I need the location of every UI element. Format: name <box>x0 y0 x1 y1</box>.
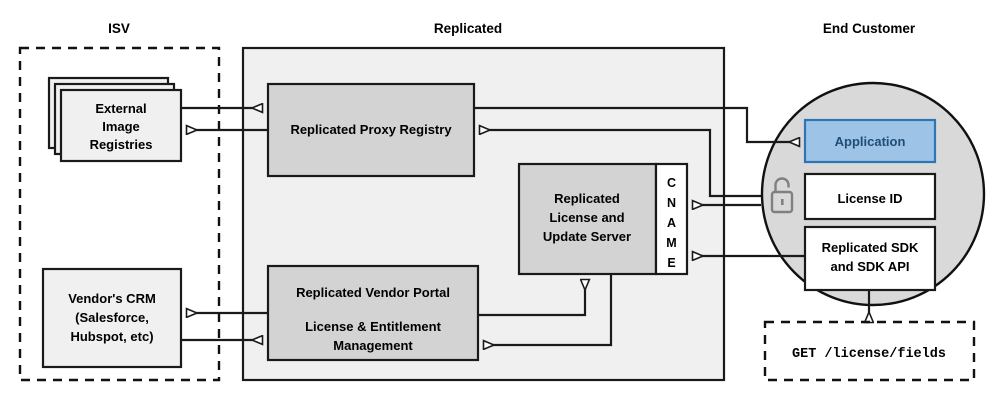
zone-title-end-customer: End Customer <box>823 21 916 36</box>
license-server-label-line3: Update Server <box>543 229 631 244</box>
replicated-sdk-node[interactable]: Replicated SDK and SDK API <box>803 225 937 292</box>
license-id-label: License ID <box>837 191 902 206</box>
license-server-label-line1: Replicated <box>554 191 620 206</box>
registries-label-line1: External <box>95 101 146 116</box>
connector-portal-to-license-server <box>478 280 585 317</box>
license-id-node[interactable]: License ID <box>803 172 937 221</box>
zone-title-isv: ISV <box>108 21 130 36</box>
vendors-crm[interactable]: Vendor's CRM (Salesforce, Hubspot, etc) <box>41 267 183 369</box>
crm-label-line1: Vendor's CRM <box>68 291 156 306</box>
registries-label-line3: Registries <box>90 137 153 152</box>
cname-letter-e: E <box>667 256 675 270</box>
cname-letter-m: M <box>666 236 676 250</box>
cname-letter-a: A <box>667 216 676 230</box>
zone-title-replicated: Replicated <box>434 21 502 36</box>
crm-label-line3: Hubspot, etc) <box>70 329 153 344</box>
connector-license-server-to-portal <box>484 274 613 345</box>
application-label: Application <box>835 134 906 149</box>
replicated-proxy-registry[interactable]: Replicated Proxy Registry <box>266 82 476 178</box>
api-request-label: GET /license/fields <box>792 347 946 362</box>
crm-label-line2: (Salesforce, <box>75 310 149 325</box>
sdk-label-line1: Replicated SDK <box>822 240 919 255</box>
registries-label-line2: Image <box>102 119 140 134</box>
vendor-portal-label-line2: License & Entitlement <box>305 319 441 334</box>
cname-strip[interactable]: C N A M E <box>654 162 689 276</box>
connector-customer-to-proxy <box>480 130 761 198</box>
sdk-label-line2: and SDK API <box>831 259 910 274</box>
replicated-vendor-portal[interactable]: Replicated Vendor Portal License & Entit… <box>266 264 480 362</box>
license-server-label-line2: License and <box>549 210 624 225</box>
isv-boundary <box>18 46 221 382</box>
replicated-license-and-update-server[interactable]: Replicated License and Update Server <box>517 162 658 276</box>
unlocked-padlock-icon <box>770 177 794 214</box>
application-node[interactable]: Application <box>803 118 937 164</box>
proxy-registry-label: Replicated Proxy Registry <box>290 122 452 137</box>
api-request-box[interactable]: GET /license/fields <box>763 320 976 382</box>
cname-letter-n: N <box>667 196 676 210</box>
external-image-registries[interactable]: External Image Registries <box>47 76 183 163</box>
vendor-portal-label-line3: Management <box>333 338 413 353</box>
vendor-portal-label-line1: Replicated Vendor Portal <box>296 285 450 300</box>
cname-letter-c: C <box>667 176 676 190</box>
connector-proxy-to-application <box>474 106 799 142</box>
